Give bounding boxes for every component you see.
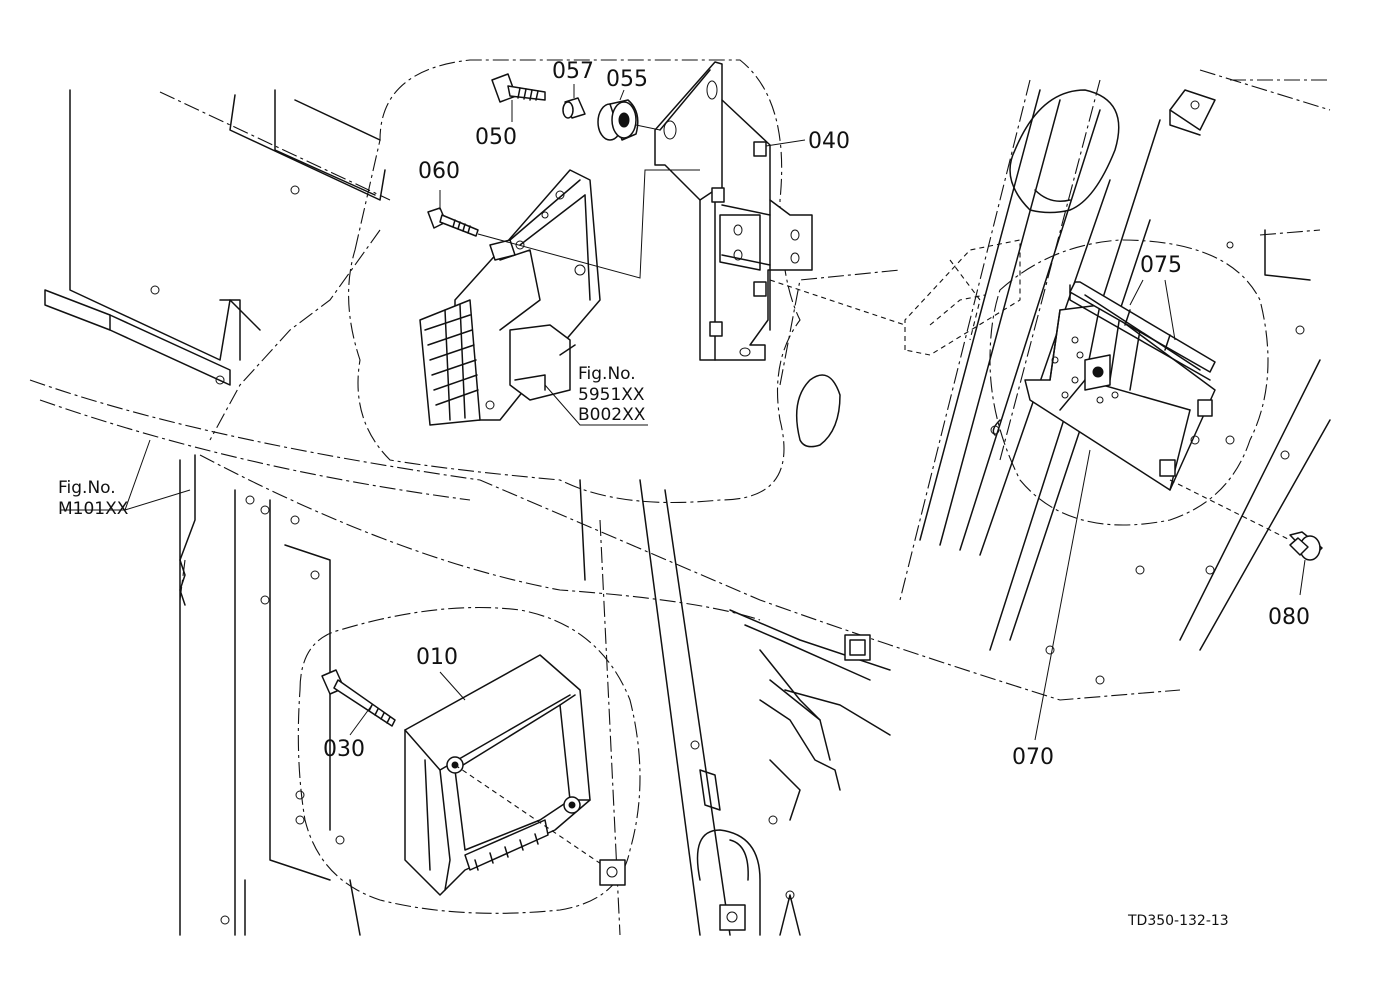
- part-label-040: 040: [808, 129, 850, 154]
- part-label-060: 060: [418, 159, 460, 184]
- fig-ref-number: 5951XX: [578, 385, 645, 405]
- ecu-upper: [419, 169, 700, 426]
- figure-reference-5951: Fig.No. 5951XX B002XX: [578, 364, 646, 425]
- figure-reference-m101: Fig.No. M101XX: [58, 478, 129, 519]
- background-structure: [29, 69, 1331, 936]
- fig-ref-prefix: Fig.No.: [58, 478, 116, 498]
- part-label-010: 010: [416, 645, 458, 670]
- detail-bubble-lower: [297, 607, 641, 914]
- bolt-030: [321, 669, 396, 727]
- strip-075: [1069, 281, 1216, 381]
- part-labels: 057 055 050 040 060 075 080 010 030 070: [323, 59, 1310, 770]
- detail-bubble-right: [989, 239, 1269, 526]
- fig-ref-number: M101XX: [58, 499, 129, 519]
- bolt-080: [1169, 479, 1323, 561]
- ecu-lower-010: [404, 654, 626, 896]
- part-label-050: 050: [475, 125, 517, 150]
- leader-lines: [60, 84, 1306, 741]
- fig-ref-number: B002XX: [578, 405, 646, 425]
- bolt-050: [491, 73, 546, 103]
- part-label-030: 030: [323, 737, 365, 762]
- detail-bubble-upper: [348, 59, 801, 504]
- cushion-055: [597, 99, 661, 141]
- part-label-055: 055: [606, 67, 648, 92]
- bracket-040: [654, 61, 813, 361]
- part-label-080: 080: [1268, 605, 1310, 630]
- fig-ref-prefix: Fig.No.: [578, 364, 636, 384]
- part-label-070: 070: [1012, 745, 1054, 770]
- part-label-057: 057: [552, 59, 594, 84]
- part-label-075: 075: [1140, 253, 1182, 278]
- drawing-code: TD350-132-13: [1127, 913, 1229, 929]
- ecu-plate-070: [1024, 304, 1216, 491]
- collar-057: [562, 97, 586, 119]
